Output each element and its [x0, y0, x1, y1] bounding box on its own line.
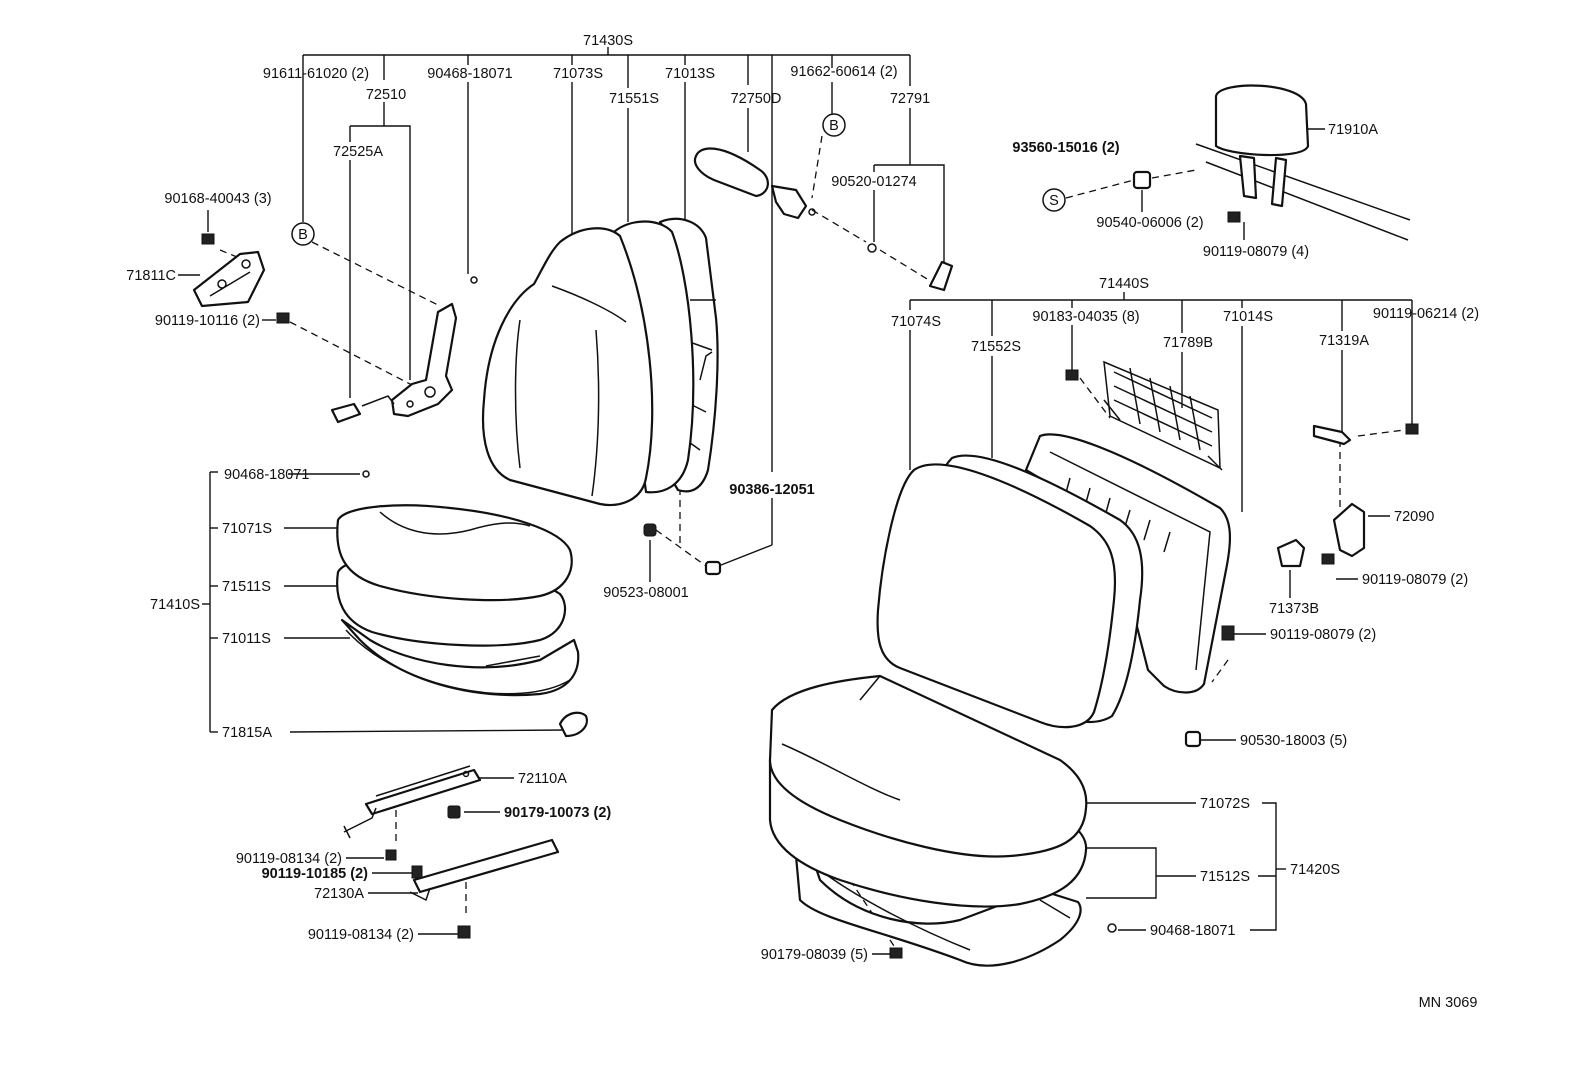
bench-seatback-cover: [876, 463, 1117, 729]
label-90119-08079-4: 90119-08079 (4): [1203, 244, 1309, 260]
reference-markers: B B S: [291, 113, 1066, 246]
track-fasteners: [385, 523, 722, 939]
seat-trim-cap: [362, 470, 588, 738]
label-71420S: 71420S: [1290, 862, 1340, 878]
label-71072S: 71072S: [1200, 796, 1250, 812]
label-90179-08039: 90179-08039 (5): [761, 947, 868, 963]
recliner-lever: [693, 147, 954, 292]
seatback-hinge-parts: [889, 369, 1419, 959]
recliner-bracket: [330, 302, 458, 424]
label-93560-15016: 93560-15016 (2): [1012, 140, 1119, 156]
label-90168-40043: 90168-40043 (3): [164, 191, 271, 207]
label-90530-18003: 90530-18003 (5): [1240, 733, 1347, 749]
label-90119-06214: 90119-06214 (2): [1373, 306, 1479, 322]
hinge-plate-71811C: [192, 250, 266, 308]
label-71373B: 71373B: [1269, 601, 1319, 617]
diagram-code: MN 3069: [1419, 995, 1478, 1011]
label-72525A: 72525A: [333, 144, 383, 160]
label-71011S: 71011S: [222, 631, 271, 647]
label-71910A: 71910A: [1328, 122, 1378, 138]
label-71512S: 71512S: [1200, 869, 1250, 885]
label-71073S: 71073S: [553, 66, 603, 82]
label-72750D: 72750D: [731, 91, 782, 107]
label-72510: 72510: [366, 87, 406, 103]
label-71811C: 71811C: [126, 268, 176, 284]
front-cushion-cover: [336, 504, 573, 602]
label-90540-06006: 90540-06006 (2): [1096, 215, 1203, 231]
label-71013S: 71013S: [665, 66, 715, 82]
label-90520-01274: 90520-01274: [831, 174, 916, 190]
front-seatback-cover: [481, 227, 654, 506]
label-90119-08134-b: 90119-08134 (2): [308, 927, 414, 943]
label-71815A: 71815A: [222, 725, 272, 741]
label-71552S: 71552S: [971, 339, 1021, 355]
marker-b-right: [822, 113, 846, 137]
label-91611-61020: 91611-61020 (2): [263, 66, 369, 82]
bench-cushion-cover: [768, 674, 1088, 858]
label-71430S: 71430S: [583, 33, 633, 49]
label-72110A: 72110A: [518, 771, 567, 787]
label-71074S: 71074S: [891, 314, 941, 330]
label-71789B: 71789B: [1163, 335, 1213, 351]
label-72130A: 72130A: [314, 886, 364, 902]
label-71014S: 71014S: [1223, 309, 1273, 325]
label-90468-18071-mid: 90468-18071: [224, 467, 309, 483]
marker-b-left-label: B: [298, 227, 308, 243]
label-71071S: 71071S: [222, 521, 272, 537]
label-71319A: 71319A: [1319, 333, 1369, 349]
screws-left-top: [201, 233, 478, 324]
seat-track-upper: [343, 765, 482, 839]
label-72791: 72791: [890, 91, 930, 107]
label-90119-10185: 90119-10185 (2): [262, 866, 369, 882]
label-72090: 72090: [1394, 509, 1434, 525]
leader-lines: [178, 47, 1413, 955]
marker-b-left: [291, 222, 315, 246]
label-71440S: 71440S: [1099, 276, 1149, 292]
label-90179-10073: 90179-10073 (2): [504, 805, 611, 821]
seatback-net: [1103, 360, 1223, 471]
label-90523-08001: 90523-08001: [603, 585, 688, 601]
label-71410S: 71410S: [150, 597, 200, 613]
label-90183-04035: 90183-04035 (8): [1032, 309, 1139, 325]
label-71551S: 71551S: [609, 91, 659, 107]
label-90119-08134-a: 90119-08134 (2): [236, 851, 342, 867]
label-71511S: 71511S: [222, 579, 271, 595]
label-90119-08079-2b: 90119-08079 (2): [1270, 627, 1376, 643]
marker-s: [1042, 188, 1066, 212]
seat-track-lower: [409, 838, 560, 902]
label-90386-12051: 90386-12051: [729, 482, 814, 498]
front-cushion-frame: [340, 618, 580, 697]
headrest: [1132, 84, 1411, 241]
label-90468-18071-bottom: 90468-18071: [1150, 923, 1235, 939]
part-labels: 71430S 91611-61020 (2) 90468-18071 71073…: [126, 33, 1479, 963]
marker-s-label: S: [1049, 193, 1059, 209]
label-90119-08079-2a: 90119-08079 (2): [1362, 572, 1468, 588]
marker-b-right-label: B: [829, 118, 839, 134]
label-90468-18071-top: 90468-18071: [427, 66, 512, 82]
label-91662-60614: 91662-60614 (2): [790, 64, 897, 80]
label-90119-10116: 90119-10116 (2): [155, 313, 260, 329]
